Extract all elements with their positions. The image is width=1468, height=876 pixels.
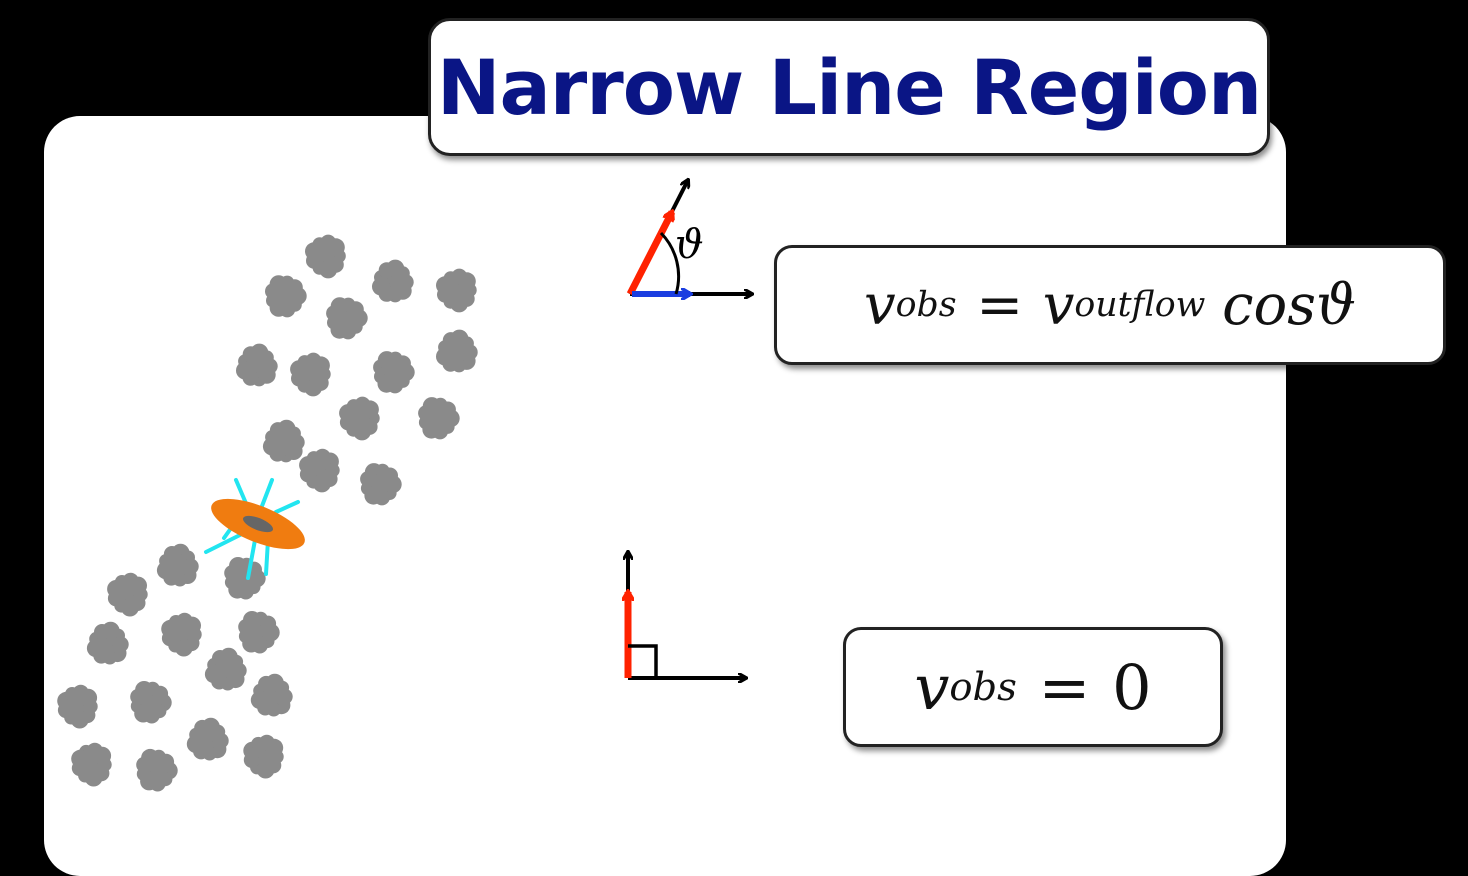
eq-rhs-sub: outflow	[1074, 285, 1206, 325]
angle-arc	[659, 231, 681, 295]
gas-cloud-icon	[290, 352, 331, 397]
perpendicular-vector-diagram	[628, 552, 746, 678]
gas-cloud-icon	[250, 673, 293, 717]
eq-lhs-sub: obs	[949, 664, 1017, 710]
gas-cloud-icon	[265, 275, 307, 318]
gas-cloud-icon	[299, 448, 340, 493]
gas-cloud-icon	[436, 329, 478, 373]
gas-cloud-icon	[373, 351, 415, 394]
gas-cloud-icon	[86, 621, 129, 665]
outflow-velocity-arrow	[626, 212, 676, 296]
title-box: Narrow Line Region	[428, 18, 1270, 156]
gas-cloud-icon	[243, 734, 284, 779]
agn-icon	[204, 478, 305, 580]
gas-cloud-icon	[71, 742, 112, 787]
gas-cloud-icon	[236, 343, 278, 387]
radiation-rays-icon	[204, 478, 300, 580]
gas-cloud-icon	[360, 463, 402, 506]
right-angle-marker-icon	[628, 644, 658, 678]
gas-cloud-icon	[107, 572, 148, 617]
eq-lhs-sub: obs	[895, 285, 957, 325]
gas-cloud-icon	[57, 684, 98, 729]
eq-value: 0	[1112, 650, 1152, 724]
slide-title: Narrow Line Region	[436, 42, 1262, 132]
gas-cloud-icon	[136, 748, 178, 792]
eq-lhs: v	[914, 650, 950, 724]
gas-cloud-icon	[339, 396, 380, 441]
gas-cloud-icon	[161, 612, 202, 657]
eq-equals: =	[1038, 650, 1091, 724]
angle-label: ϑ	[675, 222, 704, 268]
gas-cloud-icon	[224, 557, 266, 600]
gas-cloud-icon	[186, 717, 229, 761]
gas-cloud-icon	[156, 543, 199, 587]
eq-cos: cosϑ	[1222, 272, 1356, 338]
gas-cloud-icon	[204, 647, 247, 691]
gas-cloud-icon	[262, 419, 305, 463]
eq-lhs: v	[864, 272, 896, 338]
eq-equals: =	[976, 272, 1024, 338]
agn-core-icon	[242, 515, 274, 533]
gas-cloud-icon	[372, 259, 414, 303]
gas-cloud-icon	[436, 268, 477, 313]
gas-cloud-icon	[238, 611, 280, 654]
gas-cloud-icon	[418, 397, 460, 440]
gas-cloud-icon	[326, 297, 368, 340]
diagram-canvas: ϑ	[57, 0, 1468, 792]
narrow-line-clouds	[57, 234, 478, 792]
eq-rhs: v	[1042, 272, 1075, 338]
inclined-vector-diagram: ϑ	[626, 180, 752, 296]
gas-cloud-icon	[130, 681, 172, 724]
gas-cloud-icon	[305, 234, 346, 279]
